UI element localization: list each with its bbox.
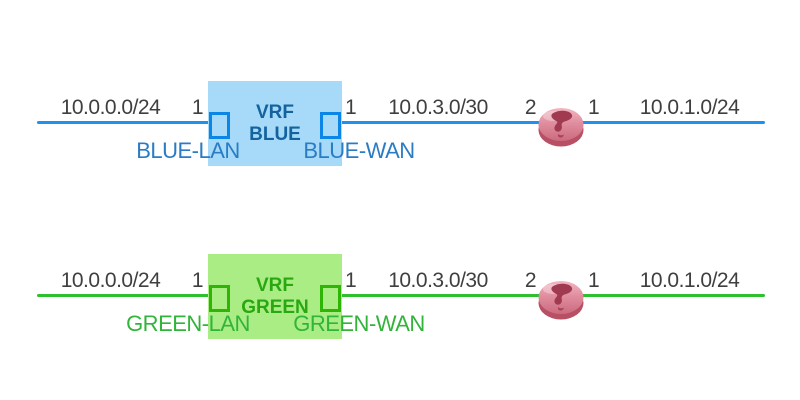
wan-port-number: 1 xyxy=(345,269,357,292)
router-right-port-number: 1 xyxy=(588,269,600,292)
router-icon xyxy=(538,108,584,147)
lan-interface-name: GREEN-LAN xyxy=(126,311,250,336)
wan-interface-square xyxy=(320,112,341,139)
vrf-green-row: 10.0.0.0/24 1 VRF GREEN 1 10.0.3.0/30 2 xyxy=(0,234,800,364)
green-network-line xyxy=(37,294,765,297)
wan-interface-name: GREEN-WAN xyxy=(293,311,425,336)
wan-network-label: 10.0.1.0/24 xyxy=(639,96,740,119)
router-left-port-number: 2 xyxy=(524,269,537,292)
lan-port-number: 1 xyxy=(191,96,204,119)
lan-interface-name: BLUE-LAN xyxy=(136,138,240,163)
lan-network-label: 10.0.0.0/24 xyxy=(60,96,161,119)
vrf-blue-row: 10.0.0.0/24 1 VRF BLUE 1 10.0.3.0/30 2 xyxy=(0,61,800,191)
transit-network-label: 10.0.3.0/30 xyxy=(388,269,488,292)
transit-network-label: 10.0.3.0/30 xyxy=(388,96,488,119)
vrf-title-line2: BLUE xyxy=(249,124,301,145)
wan-interface-square xyxy=(320,285,341,312)
wan-port-number: 1 xyxy=(345,96,357,119)
vrf-green-title: VRF GREEN xyxy=(208,275,342,319)
vrf-blue-box: VRF BLUE xyxy=(208,81,342,166)
router-left-port-number: 2 xyxy=(524,96,537,119)
vrf-title-line1: VRF xyxy=(256,102,294,123)
vrf-title-line2: GREEN xyxy=(241,297,309,318)
vrf-title-line1: VRF xyxy=(256,275,294,296)
lan-interface-square xyxy=(209,285,230,312)
vrf-green-box: VRF GREEN xyxy=(208,254,342,339)
lan-network-label: 10.0.0.0/24 xyxy=(60,269,161,292)
wan-network-label: 10.0.1.0/24 xyxy=(639,269,740,292)
lan-interface-square xyxy=(209,112,230,139)
lan-port-number: 1 xyxy=(191,269,204,292)
blue-network-line xyxy=(37,121,765,124)
router-icon xyxy=(538,281,584,320)
router-right-port-number: 1 xyxy=(588,96,600,119)
vrf-blue-title: VRF BLUE xyxy=(208,102,342,146)
wan-interface-name: BLUE-WAN xyxy=(303,138,415,163)
